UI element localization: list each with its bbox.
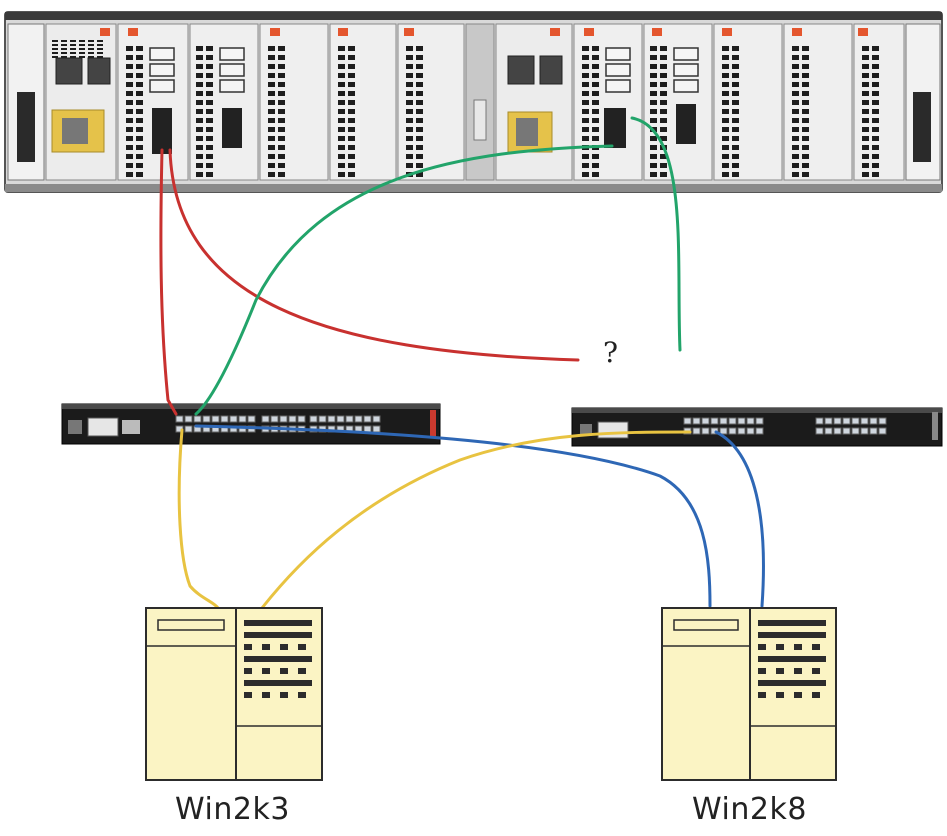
blue-cable-right-switch-to-win2k8 xyxy=(714,430,765,608)
green-cable-controller-b xyxy=(194,144,614,416)
controller-b xyxy=(495,23,573,181)
server-win2k8 xyxy=(661,607,837,781)
latch-indicators xyxy=(100,28,868,36)
switch-right xyxy=(571,407,943,447)
yellow-cable-win2k3-to-left-switch xyxy=(177,428,220,610)
red-cable-to-switch xyxy=(159,148,178,416)
switch-left xyxy=(61,403,441,445)
fc-ports-dark xyxy=(152,104,696,154)
blue-cable-left-switch-to-win2k8 xyxy=(194,424,712,608)
green-cable-unconnected xyxy=(630,116,682,352)
red-cable-unconnected xyxy=(168,148,580,362)
unknown-connection-marker: ? xyxy=(603,336,619,369)
server-win2k3 xyxy=(145,607,323,781)
host-label-win2k8: Win2k8 xyxy=(692,792,807,827)
storage-array xyxy=(4,11,943,193)
fc-port-stacks xyxy=(149,47,699,93)
yellow-cable-win2k3-to-right-switch xyxy=(260,430,692,610)
host-label-win2k3: Win2k3 xyxy=(175,792,290,827)
controller-a xyxy=(45,23,117,181)
